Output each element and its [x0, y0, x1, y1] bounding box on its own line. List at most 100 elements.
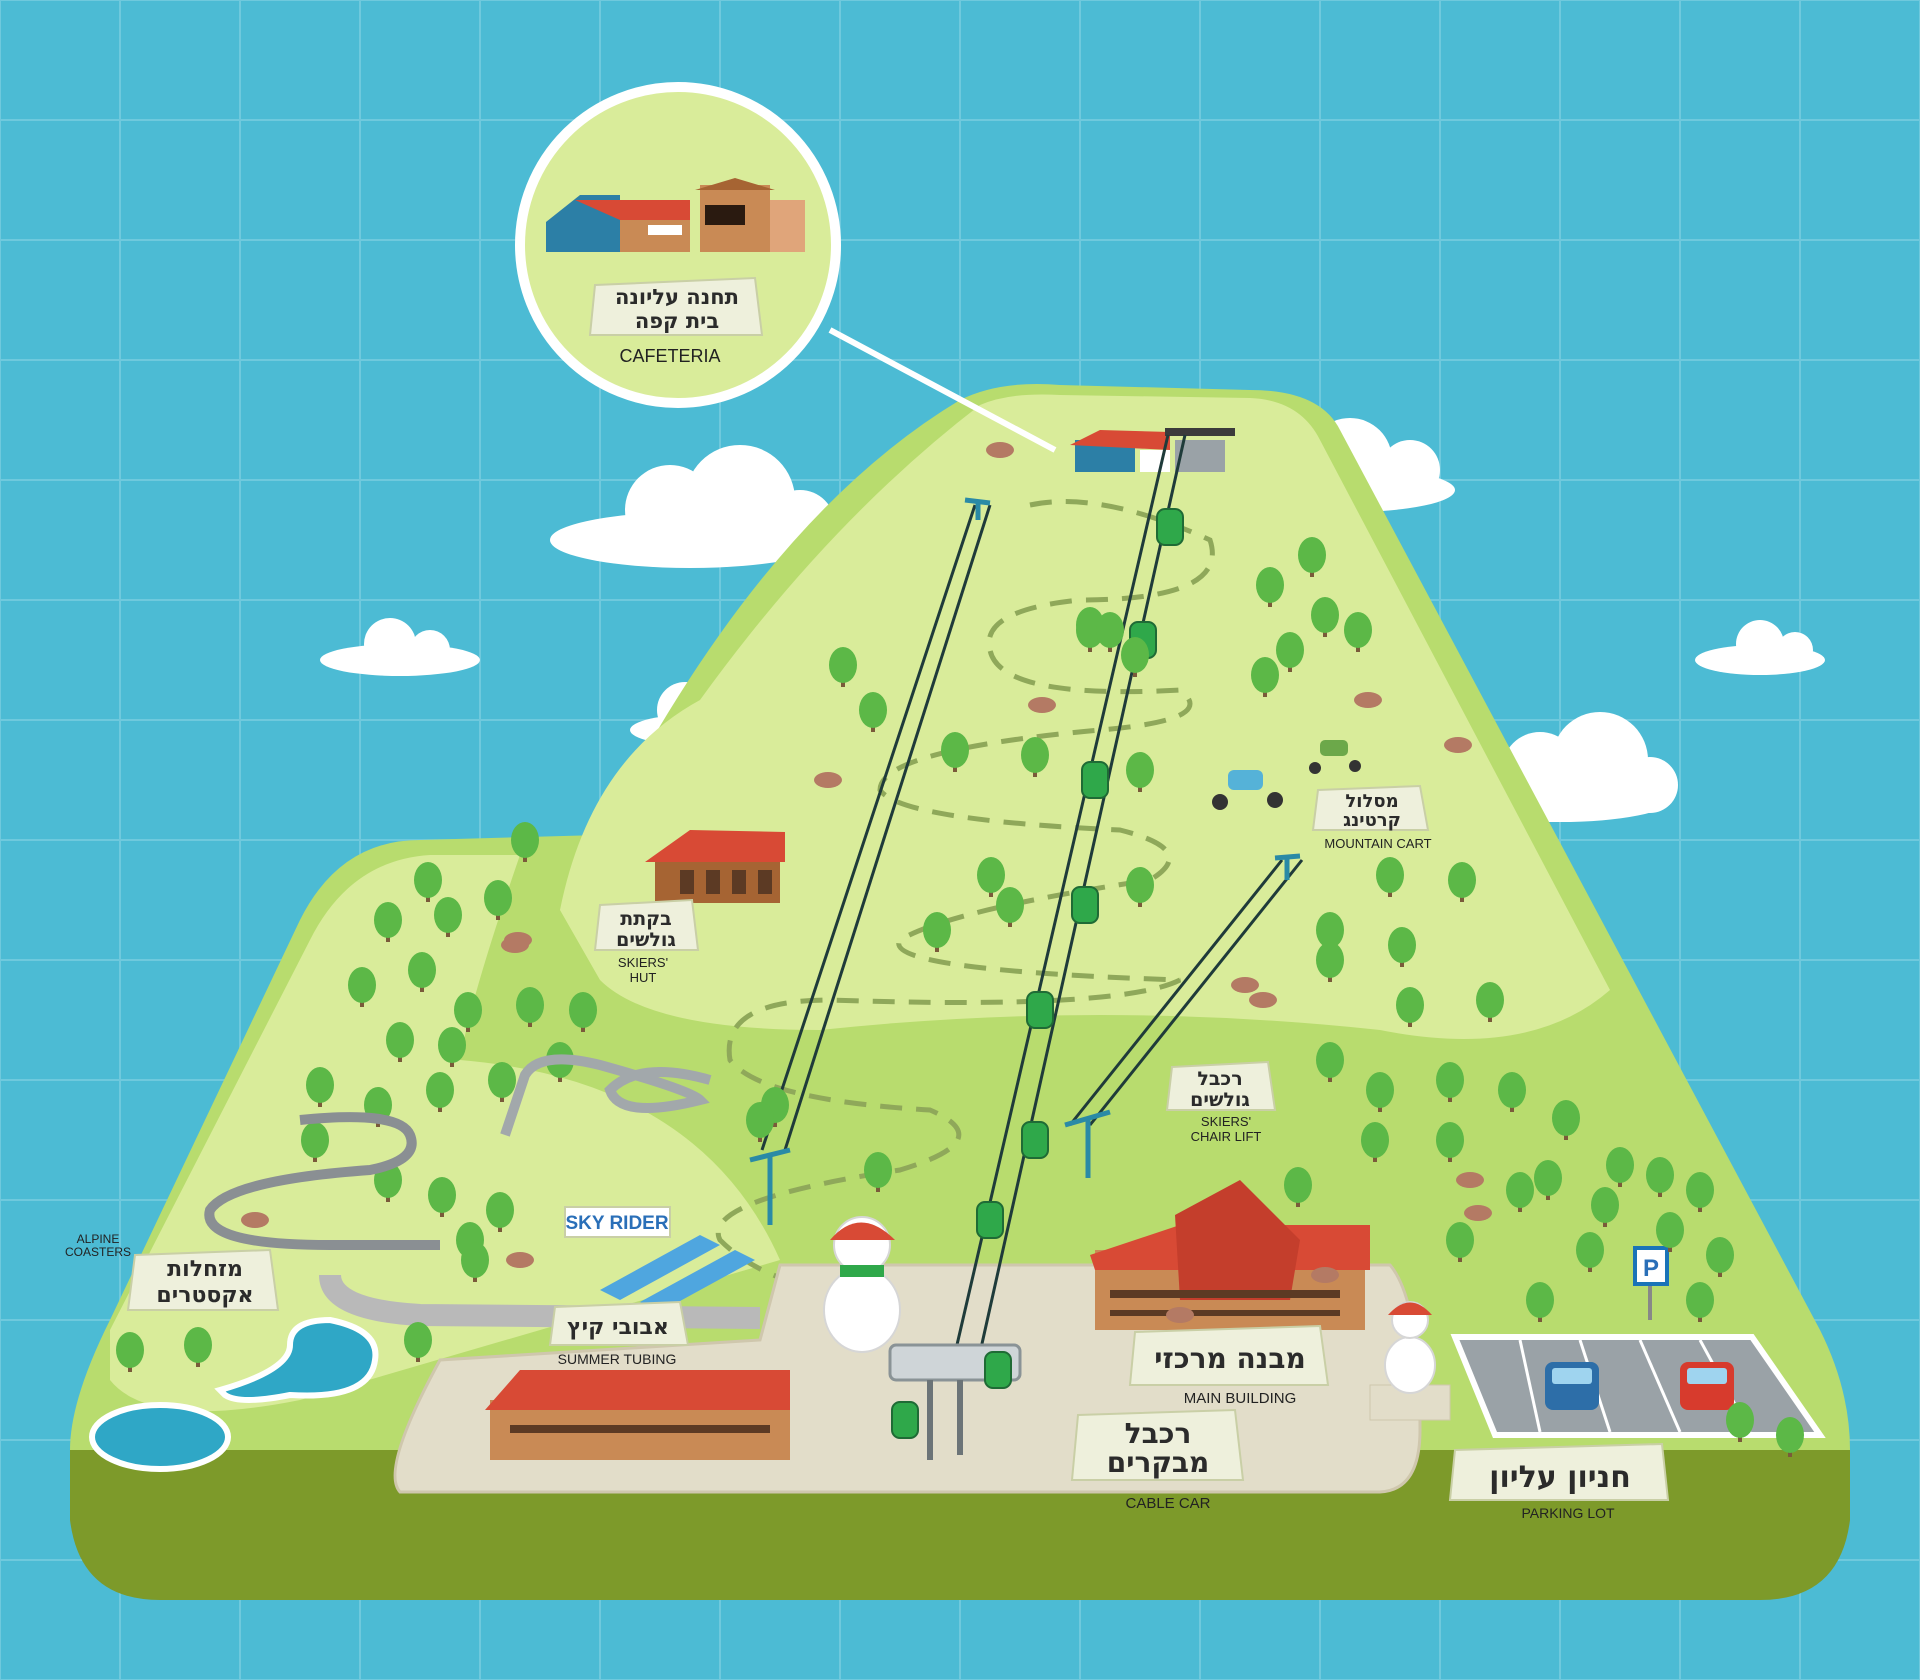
- cloud: [320, 618, 480, 676]
- rocks: [241, 442, 1492, 1323]
- chair-lift-english-line1: SKIERS': [1201, 1114, 1251, 1129]
- mountain-cart-english: MOUNTAIN CART: [1324, 836, 1431, 851]
- tree: [1576, 1232, 1604, 1272]
- chair-lift-hebrew-line1: רכבל: [1197, 1068, 1242, 1090]
- sign-skiers-hut: בקתת גולשים SKIERS' HUT: [593, 898, 700, 985]
- tree: [301, 1122, 329, 1162]
- tree: [1276, 632, 1304, 672]
- tree: [1021, 737, 1049, 777]
- mountain-cart-hebrew-line1: מסלול: [1345, 791, 1398, 812]
- skiers-hut-hebrew-line1: בקתת: [620, 908, 672, 930]
- parking-sign-label: P: [1643, 1255, 1659, 1282]
- main-building: [1090, 1180, 1370, 1330]
- rock: [1464, 1205, 1492, 1221]
- tree: [1298, 537, 1326, 577]
- chair-lift-hebrew-line2: גולשים: [1190, 1089, 1250, 1111]
- rock: [1249, 992, 1277, 1008]
- tree: [1726, 1402, 1754, 1442]
- summer-tubing-slide: [600, 1235, 755, 1312]
- rock: [1456, 1172, 1484, 1188]
- main-building-english: MAIN BUILDING: [1184, 1390, 1297, 1407]
- rock: [1028, 697, 1056, 713]
- tree: [438, 1027, 466, 1067]
- sign-main-building: מבנה מרכזי MAIN BUILDING: [1128, 1324, 1330, 1407]
- tree: [1366, 1072, 1394, 1112]
- sign-sky-rider: SKY RIDER: [564, 1206, 671, 1238]
- tree: [434, 897, 462, 937]
- car-blue: [1545, 1362, 1599, 1410]
- tree: [1284, 1167, 1312, 1207]
- tree: [1251, 657, 1279, 697]
- summer-tubing-english: SUMMER TUBING: [558, 1351, 677, 1367]
- skiers-hut-hebrew-line2: גולשים: [616, 929, 676, 951]
- tree: [1656, 1212, 1684, 1252]
- sign-skiers-chair-lift: רכבל גולשים SKIERS' CHAIR LIFT: [1165, 1060, 1277, 1144]
- snowman-large: [823, 1216, 901, 1353]
- alpine-coaster-track: [204, 1054, 712, 1250]
- tree: [511, 822, 539, 862]
- cable-car-hebrew-line2: מבקרים: [1107, 1446, 1210, 1479]
- tree: [996, 887, 1024, 927]
- tree: [1446, 1222, 1474, 1262]
- lift-towers: [749, 497, 1301, 1225]
- tree: [1534, 1160, 1562, 1200]
- tree: [306, 1067, 334, 1107]
- tree: [484, 880, 512, 920]
- sign-alpine-coasters: ALPINE COASTERS מזחלות אקסטרים: [65, 1232, 280, 1311]
- sky-rider-label: SKY RIDER: [565, 1213, 668, 1234]
- sign-mountain-cart: מסלול קרטינג MOUNTAIN CART: [1311, 784, 1432, 851]
- rock: [506, 1252, 534, 1268]
- rock: [1354, 692, 1382, 708]
- tree: [461, 1242, 489, 1282]
- tree: [1316, 1042, 1344, 1082]
- summer-tubing-building: [485, 1370, 790, 1460]
- rock: [986, 442, 1014, 458]
- tree: [1311, 597, 1339, 637]
- rock: [814, 772, 842, 788]
- tree: [1606, 1147, 1634, 1187]
- tree: [1448, 862, 1476, 902]
- pond: [214, 1316, 379, 1403]
- car-red: [1680, 1362, 1734, 1410]
- tree: [1436, 1122, 1464, 1162]
- skiers-hut-building: [645, 830, 785, 903]
- tree: [977, 857, 1005, 897]
- tree: [386, 1022, 414, 1062]
- gondola-cabin: [1081, 761, 1109, 799]
- tree: [1316, 942, 1344, 982]
- tree: [1126, 752, 1154, 792]
- tree: [1646, 1157, 1674, 1197]
- tree: [454, 992, 482, 1032]
- rock: [241, 1212, 269, 1228]
- tree: [1096, 612, 1124, 652]
- sign-cable-car: רכבל מבקרים CABLE CAR: [1070, 1408, 1245, 1512]
- gondola-cabin: [984, 1351, 1012, 1389]
- tree: [414, 862, 442, 902]
- rock: [1166, 1307, 1194, 1323]
- lower-meadow: [110, 855, 780, 1412]
- tree: [374, 902, 402, 942]
- tree: [184, 1327, 212, 1367]
- mountain-cart-rider: [1309, 740, 1361, 774]
- cable-car-english: CABLE CAR: [1125, 1495, 1210, 1512]
- summer-tubing-hebrew: אבובי קיץ: [567, 1315, 669, 1340]
- cable-car-hebrew-line1: רכבל: [1125, 1417, 1192, 1450]
- tree: [1552, 1100, 1580, 1140]
- tree: [923, 912, 951, 952]
- skiers-hut-english-line1: SKIERS': [618, 955, 668, 970]
- parking-lot-hebrew: חניון עליון: [1489, 1460, 1631, 1495]
- rock: [504, 932, 532, 948]
- tree: [1498, 1072, 1526, 1112]
- alpine-coasters-hebrew-line2: אקסטרים: [156, 1283, 253, 1308]
- tree: [516, 987, 544, 1027]
- tree: [569, 992, 597, 1032]
- trees: [116, 537, 1804, 1457]
- tree: [348, 967, 376, 1007]
- tree: [1506, 1172, 1534, 1212]
- tree: [486, 1192, 514, 1232]
- tree: [864, 1152, 892, 1192]
- top-station-building: [1070, 428, 1235, 472]
- main-building-hebrew: מבנה מרכזי: [1154, 1342, 1305, 1375]
- parking-lot-english: PARKING LOT: [1521, 1505, 1615, 1521]
